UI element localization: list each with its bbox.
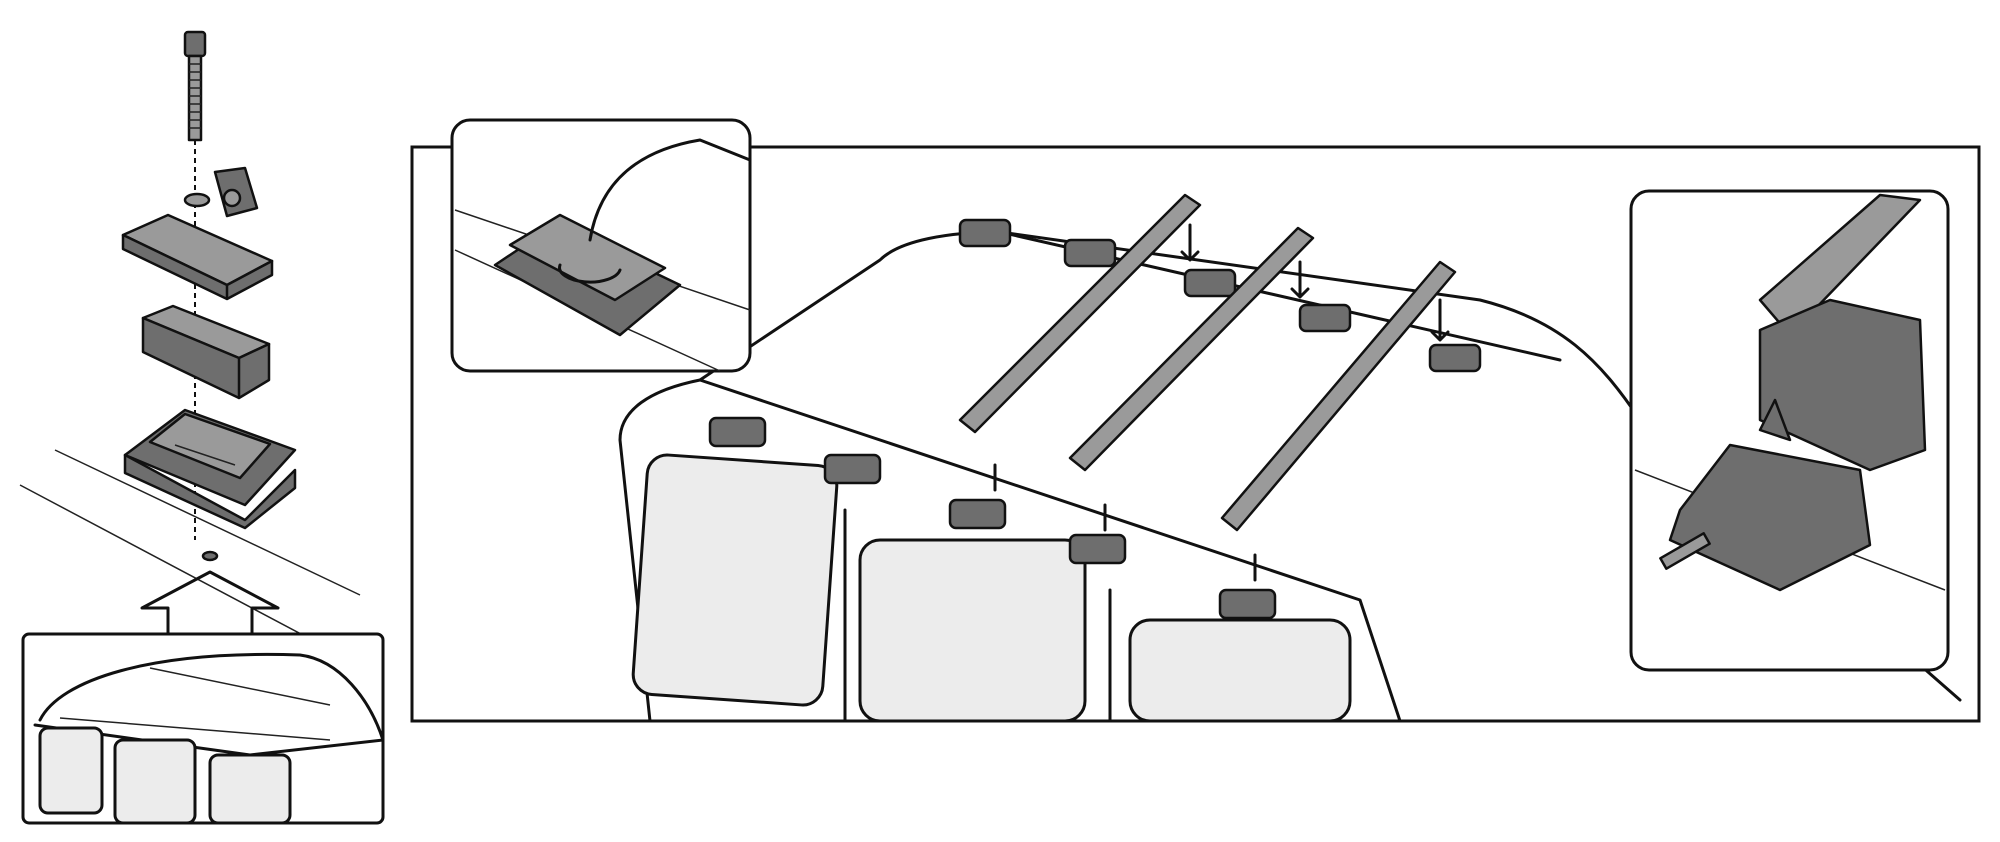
rubber-foot (123, 408, 297, 530)
arrow-up-icon (140, 570, 280, 636)
roof-bars (958, 193, 1457, 532)
exploded-foot-kit (19, 30, 361, 661)
bolt-icon (1659, 532, 1711, 570)
bolt-icon (183, 30, 207, 142)
arrow-down-icon (993, 223, 1450, 582)
bar-attach-detail-inset (1629, 189, 1950, 672)
tighten-detail-inset (450, 118, 752, 373)
van-roof-scene (618, 193, 1962, 723)
overview-inset (21, 632, 385, 825)
spacer-pad (141, 304, 271, 400)
clamp-bracket (121, 166, 274, 301)
roof-feet (708, 218, 1482, 620)
